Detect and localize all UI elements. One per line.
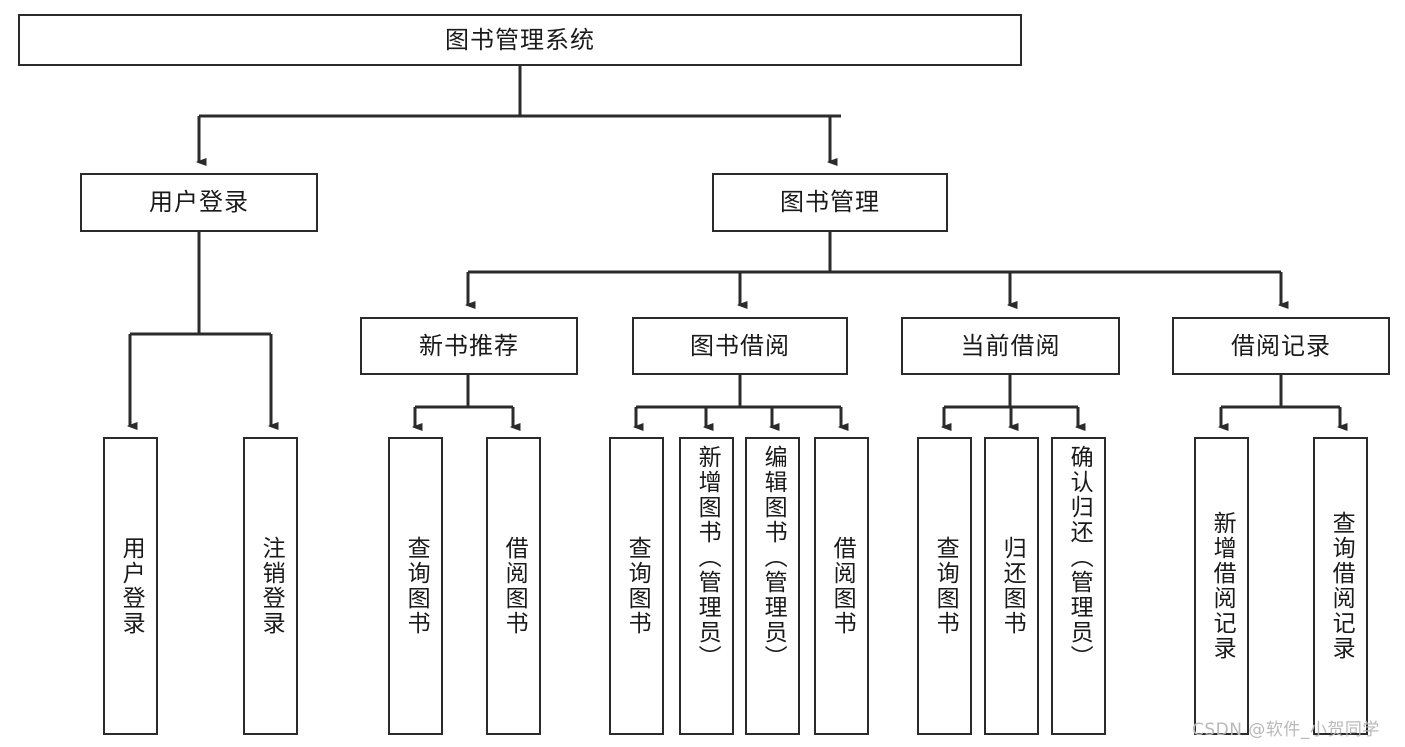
- node-current-borrow[interactable]: 当前借阅: [901, 317, 1120, 375]
- leaf-current-confirm-return-admin[interactable]: 确认归还（管理员）: [1051, 437, 1106, 735]
- node-new-book-recommend[interactable]: 新书推荐: [360, 317, 578, 375]
- node-user-login[interactable]: 用户登录: [80, 173, 318, 232]
- node-label: 确认归还（管理员）: [1066, 445, 1093, 670]
- leaf-borrow-add-book-admin[interactable]: 新增图书（管理员）: [679, 437, 734, 735]
- node-label: 归还图书: [999, 536, 1026, 636]
- leaf-current-return-book[interactable]: 归还图书: [984, 437, 1039, 735]
- node-label: 查询借阅记录: [1328, 511, 1355, 661]
- leaf-borrow-borrow-book[interactable]: 借阅图书: [814, 437, 869, 735]
- node-label: 新增图书（管理员）: [694, 445, 721, 670]
- node-label: 图书管理系统: [445, 25, 595, 54]
- node-label: 查询图书: [624, 536, 651, 636]
- node-label: 编辑图书（管理员）: [760, 445, 787, 670]
- node-label: 查询图书: [932, 536, 959, 636]
- leaf-new-book-borrow[interactable]: 借阅图书: [486, 437, 541, 735]
- leaf-user-login-signout[interactable]: 注销登录: [243, 437, 298, 735]
- node-label: 借阅图书: [501, 536, 528, 636]
- node-label: 新增借阅记录: [1209, 511, 1236, 661]
- node-label: 图书管理: [780, 188, 880, 217]
- node-label: 图书借阅: [690, 331, 790, 360]
- leaf-record-add[interactable]: 新增借阅记录: [1194, 437, 1249, 735]
- node-label: 借阅图书: [829, 536, 856, 636]
- node-label: 借阅记录: [1231, 331, 1331, 360]
- leaf-record-query[interactable]: 查询借阅记录: [1313, 437, 1368, 735]
- node-label: 用户登录: [118, 536, 145, 636]
- node-label: 注销登录: [258, 536, 285, 636]
- node-label: 用户登录: [149, 188, 249, 217]
- node-label: 当前借阅: [960, 331, 1061, 360]
- leaf-new-book-query[interactable]: 查询图书: [388, 437, 443, 735]
- leaf-user-login-signin[interactable]: 用户登录: [103, 437, 158, 735]
- node-root-system[interactable]: 图书管理系统: [18, 14, 1022, 66]
- node-book-management[interactable]: 图书管理: [712, 173, 948, 232]
- leaf-borrow-edit-book-admin[interactable]: 编辑图书（管理员）: [745, 437, 800, 735]
- node-borrow-record[interactable]: 借阅记录: [1172, 317, 1390, 375]
- node-book-borrow[interactable]: 图书借阅: [632, 317, 848, 375]
- node-label: 新书推荐: [419, 331, 519, 360]
- node-label: 查询图书: [403, 536, 430, 636]
- leaf-current-query-book[interactable]: 查询图书: [917, 437, 972, 735]
- leaf-borrow-query-book[interactable]: 查询图书: [609, 437, 664, 735]
